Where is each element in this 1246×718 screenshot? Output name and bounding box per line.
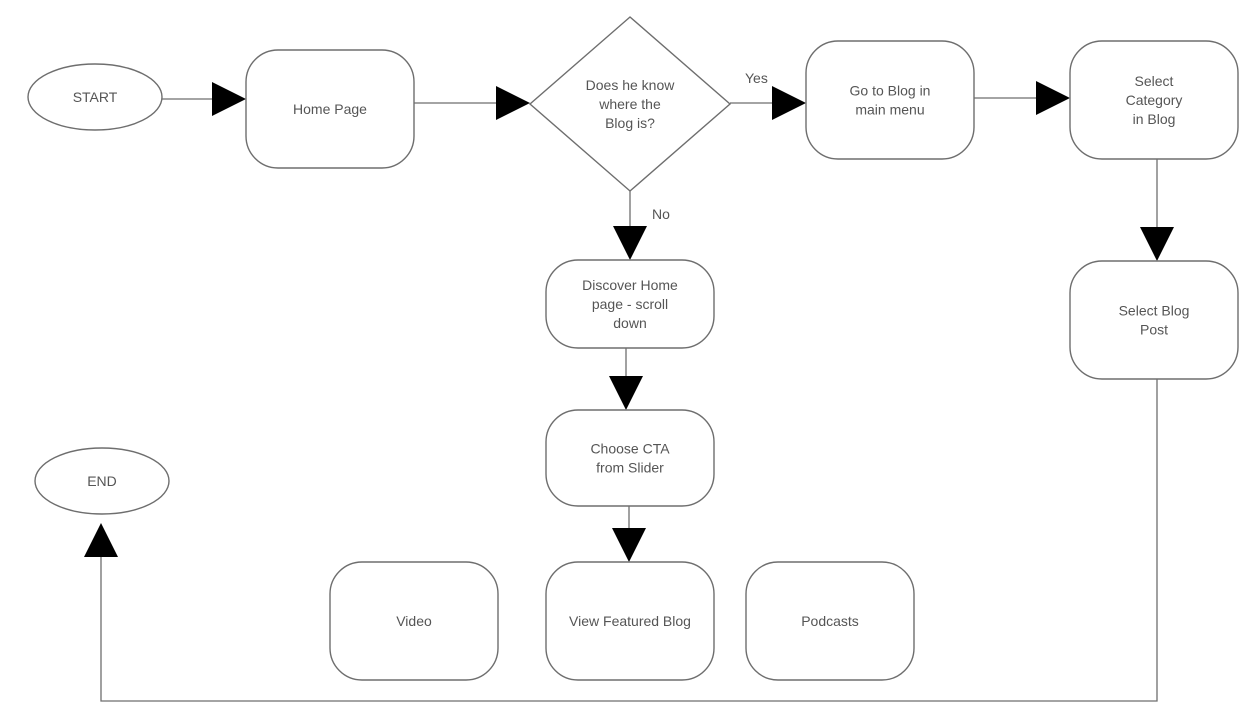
edge-post-to-end — [84, 379, 1158, 702]
process-shape — [1069, 260, 1239, 380]
arrowhead — [496, 86, 530, 120]
arrowhead — [1140, 227, 1174, 261]
node-podcasts: Podcasts — [745, 561, 915, 681]
process-shape — [1069, 40, 1239, 160]
node-start: START — [27, 63, 163, 131]
edge-decision-to-blog-menu: Yes — [730, 70, 806, 120]
process-shape — [545, 561, 715, 681]
edge-decision-to-discover: No — [613, 191, 670, 260]
edge-label-yes: Yes — [745, 70, 768, 86]
node-label: Podcasts — [801, 613, 859, 629]
arrowhead — [1036, 81, 1070, 115]
process-shape — [545, 409, 715, 507]
arrowhead — [772, 86, 806, 120]
node-label: View Featured Blog — [569, 613, 691, 629]
arrowhead — [212, 82, 246, 116]
process-shape — [545, 259, 715, 349]
arrowhead — [612, 528, 646, 562]
process-shape — [329, 561, 499, 681]
node-label: Home Page — [293, 101, 367, 117]
node-label: Video — [396, 613, 432, 629]
decision-shape — [528, 16, 732, 192]
node-featured: View Featured Blog — [545, 561, 715, 681]
process-shape — [245, 49, 415, 169]
arrowhead — [613, 226, 647, 260]
node-home: Home Page — [245, 49, 415, 169]
node-label: END — [87, 473, 117, 489]
edge-discover-to-cta — [609, 348, 643, 410]
node-label: START — [73, 89, 118, 105]
terminal-shape — [34, 447, 170, 515]
node-video: Video — [329, 561, 499, 681]
process-shape — [805, 40, 975, 160]
edge-start-to-home — [162, 82, 246, 116]
arrowhead — [609, 376, 643, 410]
edge-home-to-decision — [414, 86, 530, 120]
edge-label-no: No — [652, 206, 670, 222]
node-end: END — [34, 447, 170, 515]
process-shape — [745, 561, 915, 681]
edge-blog-menu-to-category — [974, 81, 1070, 115]
edge-category-to-post — [1140, 159, 1174, 261]
edge-cta-to-featured — [612, 506, 646, 562]
edge-line — [100, 379, 1158, 702]
terminal-shape — [27, 63, 163, 131]
arrowhead — [84, 523, 118, 557]
